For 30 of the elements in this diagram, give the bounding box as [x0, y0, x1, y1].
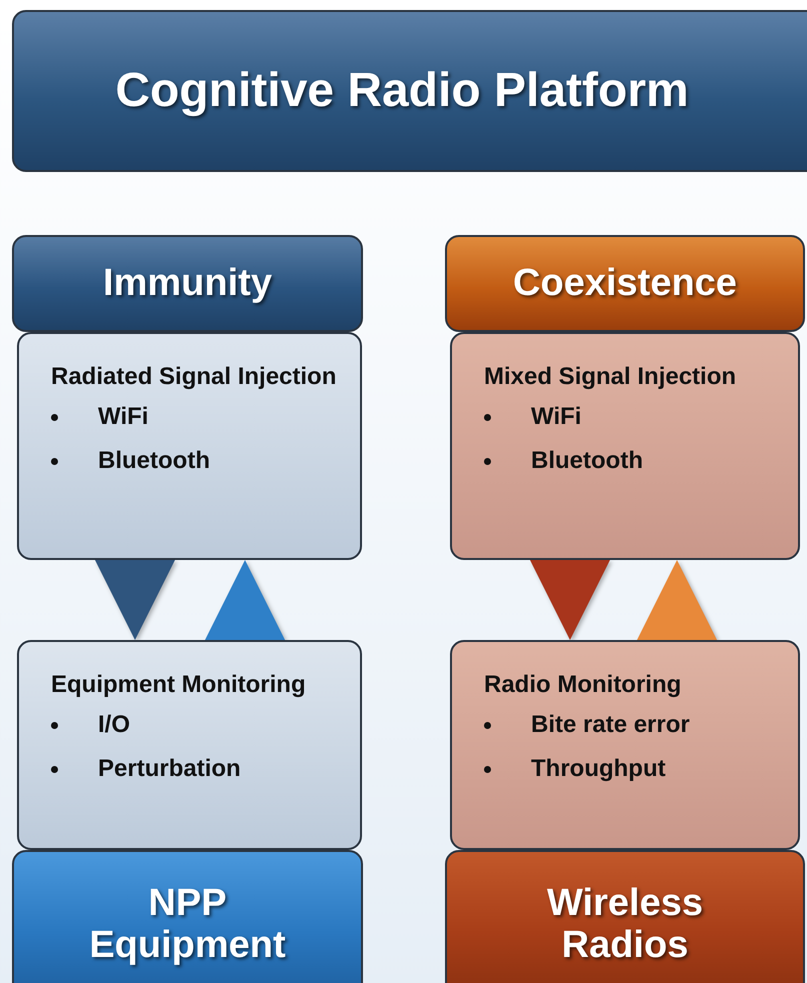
category-header: [445, 235, 805, 332]
target-panel: [445, 850, 805, 983]
target-panel: [12, 850, 363, 983]
bullet-text: Throughput: [531, 755, 666, 784]
panel-heading: Radio Monitoring: [484, 672, 682, 698]
arrow: [95, 560, 175, 640]
content-panel: [17, 640, 362, 850]
bullet-text: WiFi: [531, 403, 582, 432]
bullet-text: WiFi: [98, 403, 148, 432]
content-panel: [450, 640, 800, 850]
bullet-text: Bluetooth: [531, 447, 643, 476]
arrow: [205, 560, 285, 640]
panel-heading: Radiated Signal Injection: [51, 364, 338, 390]
content-panel: [450, 332, 800, 560]
bullet-text: Perturbation: [98, 755, 241, 784]
title-text: Cognitive Radio Platform: [115, 64, 689, 118]
bullet-text: Bite rate error: [531, 711, 690, 740]
arrow: [530, 560, 610, 640]
arrow: [637, 560, 717, 640]
heading-text: Wireless Radios: [546, 883, 704, 967]
heading-text: Coexistence: [513, 262, 737, 304]
category-header: [12, 235, 363, 332]
panel-heading: Mixed Signal Injection: [484, 364, 738, 390]
heading-text: NPP Equipment: [88, 883, 287, 967]
bullet-text: Bluetooth: [98, 447, 210, 476]
bullet-text: I/O: [98, 711, 130, 740]
panel-heading: Equipment Monitoring: [51, 672, 307, 698]
heading-text: Immunity: [103, 262, 272, 304]
title-banner: [12, 10, 807, 172]
content-panel: [17, 332, 362, 560]
